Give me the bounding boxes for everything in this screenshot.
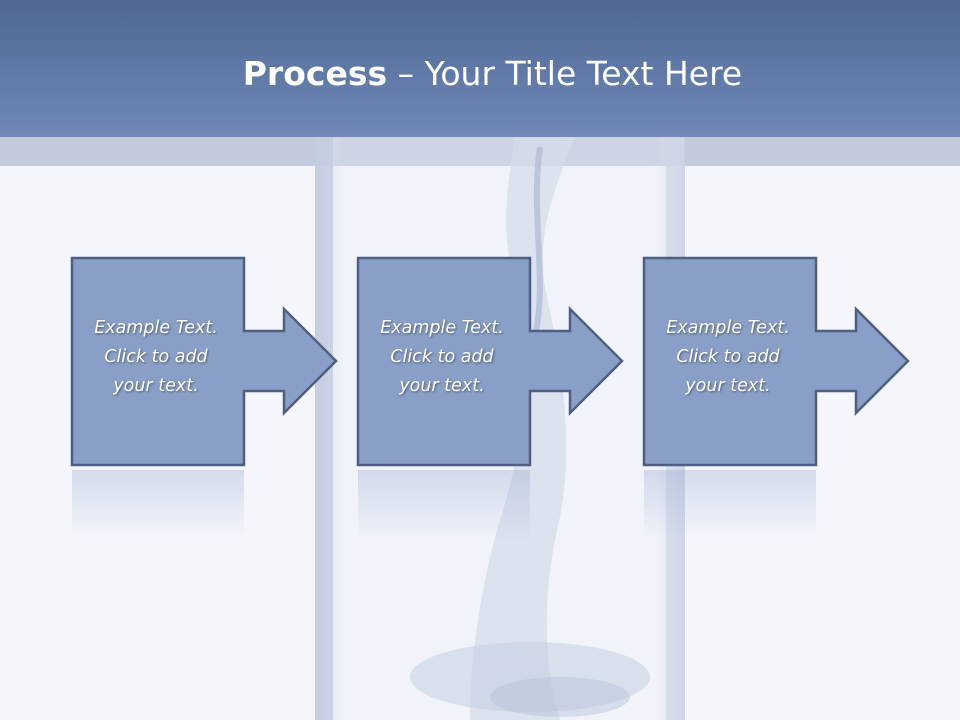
slide-title[interactable]: Process – Your Title Text Here [0,52,960,96]
step-text: Example Text. Click to add your text. [380,318,504,396]
step-reflection [358,470,530,540]
step-arrow-shape [356,256,624,467]
step-arrow-shape [70,256,338,467]
step-arrow-shape [642,256,910,467]
process-step-3[interactable]: Example Text. Click to add your text. [642,256,960,468]
process-step-2[interactable]: Example Text. Click to add your text. [356,256,696,468]
step-reflection [644,470,816,540]
step-text: Example Text. Click to add your text. [94,318,218,396]
title-bold: Process [242,54,388,93]
title-rest: – Your Title Text Here [387,54,743,93]
step-reflection [72,470,244,540]
title-bar [0,0,960,137]
step-text: Example Text. Click to add your text. [666,318,790,396]
process-step-1[interactable]: Example Text. Click to add your text. [70,256,410,468]
